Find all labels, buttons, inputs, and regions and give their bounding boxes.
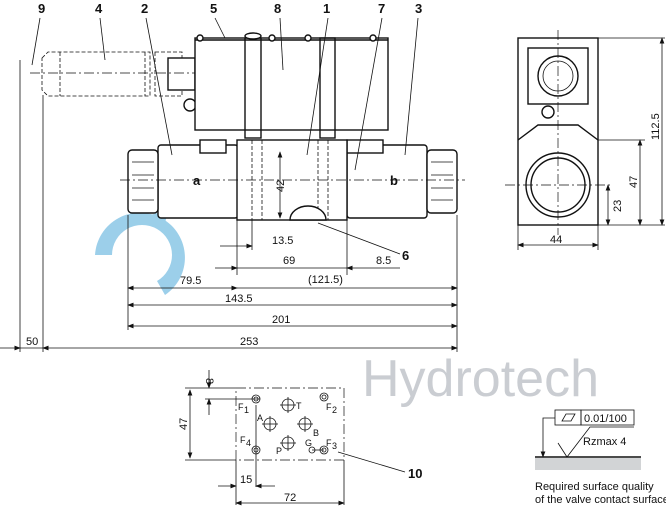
dim-201: 201: [272, 314, 290, 326]
callout-7: 7: [378, 1, 385, 16]
dim-143-5: 143.5: [225, 293, 253, 305]
callout-4: 4: [95, 1, 103, 16]
dim-253: 253: [240, 336, 258, 348]
dim-79-5: 79.5: [180, 275, 201, 287]
dim-112-5: 112.5: [650, 113, 662, 140]
solenoid-a: [127, 139, 239, 219]
electronics-housing: [194, 32, 389, 139]
dim-50: 50: [26, 336, 38, 348]
plug-connector: [41, 51, 197, 112]
roughness-value: Rzmax 4: [583, 436, 626, 448]
callout-8: 8: [274, 1, 281, 16]
port-f3-subscript: 3: [332, 441, 337, 451]
dim-69: 69: [283, 255, 295, 267]
dim-13-5: 13.5: [272, 235, 293, 247]
dim-plate-15: 15: [240, 474, 252, 486]
port-g-label: G: [305, 438, 312, 448]
port-f1-label: F: [238, 402, 244, 412]
dim-23: 23: [612, 200, 624, 212]
roughness-icon: [557, 426, 634, 458]
callout-10: 10: [408, 466, 422, 481]
surface-caption-line2: of the valve contact surface: [535, 494, 666, 506]
callouts: 9 4 2 5 8 1 7 3 6 10: [31, 1, 422, 481]
solenoid-b: [346, 139, 458, 219]
port-f1-subscript: 1: [244, 405, 249, 415]
dim-47: 47: [628, 176, 640, 188]
dim-44: 44: [550, 234, 562, 246]
port-a-label: A: [257, 413, 263, 423]
main-dimensions: 42 13.5 69 8.5 (121.5) 79.5 143.5 201 50…: [0, 60, 458, 352]
dim-121-5: (121.5): [308, 274, 343, 286]
port-b-label: B: [313, 428, 319, 438]
port-t-label: T: [296, 401, 302, 411]
flatness-icon: [561, 413, 576, 422]
dim-8-5: 8.5: [376, 255, 391, 267]
callout-3: 3: [415, 1, 422, 16]
dim-42: 42: [275, 180, 287, 192]
label-side-b: b: [390, 173, 398, 188]
callout-5: 5: [210, 1, 217, 16]
surface-caption-line1: Required surface quality: [535, 481, 654, 493]
port-f4-subscript: 4: [246, 438, 251, 448]
label-side-a: a: [193, 173, 201, 188]
contact-surface: [535, 458, 641, 470]
callout-1: 1: [323, 1, 330, 16]
dim-plate-8: 8: [203, 378, 215, 384]
watermark-text: Hydrotech: [362, 350, 599, 408]
port-f2-subscript: 2: [332, 405, 337, 415]
flatness-tolerance: 0.01/100: [584, 413, 627, 425]
port-f4-label: F: [240, 435, 246, 445]
side-view: 44 23 47 112.5: [505, 30, 665, 250]
port-f2-label: F: [326, 402, 332, 412]
callout-2: 2: [141, 1, 148, 16]
watermark-logo: [95, 210, 185, 295]
port-f3-label: F: [326, 438, 332, 448]
callout-9: 9: [38, 1, 45, 16]
dim-plate-47: 47: [178, 418, 190, 430]
surface-quality-symbol: 0.01/100 Rzmax 4 Required surface qualit…: [535, 409, 666, 506]
callout-6: 6: [402, 248, 409, 263]
port-p-label: P: [276, 446, 282, 456]
dim-plate-72: 72: [284, 492, 296, 504]
